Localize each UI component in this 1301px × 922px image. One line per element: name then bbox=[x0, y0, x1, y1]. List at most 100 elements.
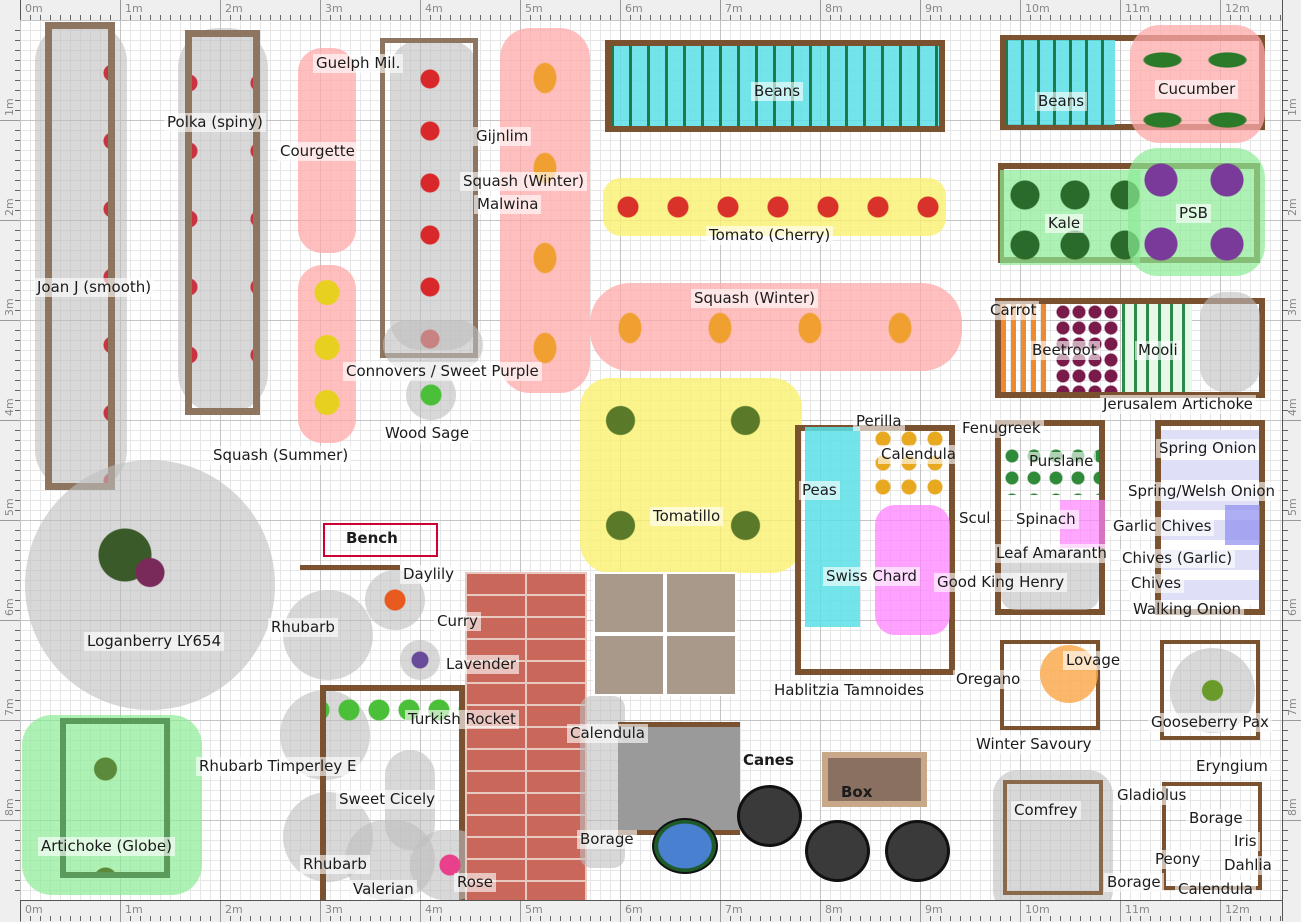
raspberry-bed-polka[interactable] bbox=[185, 30, 260, 415]
label-kale: Kale bbox=[1045, 214, 1084, 233]
ruler-tick bbox=[1283, 490, 1288, 491]
label-mooli: Mooli bbox=[1135, 341, 1181, 360]
ruler-tick bbox=[1283, 640, 1288, 641]
barrel[interactable] bbox=[805, 820, 870, 882]
ruler-tick bbox=[930, 15, 931, 20]
ruler-tick bbox=[1283, 390, 1288, 391]
ruler-tick bbox=[15, 340, 20, 341]
ruler-tick bbox=[510, 15, 511, 20]
ruler-tick bbox=[210, 15, 211, 20]
ruler-major-tick bbox=[920, 901, 921, 922]
garden-canvas[interactable]: Joan J (smooth) Polka (spiny) Guelph Mil… bbox=[20, 20, 1282, 900]
ruler-tick bbox=[1230, 15, 1231, 20]
ruler-major-tick bbox=[620, 0, 621, 20]
water-butt[interactable] bbox=[652, 818, 718, 874]
ruler-tick bbox=[1283, 350, 1288, 351]
barrel[interactable] bbox=[885, 820, 950, 882]
ruler-tick bbox=[1080, 15, 1081, 20]
ruler-tick bbox=[15, 760, 20, 761]
ruler-tick bbox=[15, 580, 20, 581]
ruler-tick bbox=[1160, 15, 1161, 20]
ruler-tick bbox=[1283, 210, 1288, 211]
ruler-tick bbox=[60, 15, 61, 20]
bench[interactable] bbox=[323, 523, 438, 557]
bench-rail bbox=[300, 565, 400, 570]
ruler-tick bbox=[780, 916, 781, 921]
ruler-tick bbox=[310, 15, 311, 20]
comfrey-bed[interactable] bbox=[1003, 780, 1103, 895]
label-tomato-cherry: Tomato (Cherry) bbox=[706, 226, 834, 245]
label-connovers: Connovers / Sweet Purple bbox=[343, 362, 542, 381]
ruler-tick bbox=[1283, 250, 1288, 251]
ruler-tick bbox=[580, 15, 581, 20]
ruler-tick bbox=[1130, 916, 1131, 921]
ruler-tick bbox=[15, 600, 20, 601]
ruler-major-tick bbox=[1283, 720, 1301, 721]
label-lovage: Lovage bbox=[1063, 651, 1124, 670]
ruler-tick bbox=[1283, 130, 1288, 131]
ruler-tick bbox=[1283, 450, 1288, 451]
tomatillo-bed[interactable] bbox=[580, 378, 802, 573]
ruler-tick bbox=[770, 15, 771, 20]
ruler-tick bbox=[60, 916, 61, 921]
ruler-tick bbox=[1283, 230, 1288, 231]
ruler-tick bbox=[15, 680, 20, 681]
box[interactable] bbox=[822, 752, 927, 807]
label-rhubarb: Rhubarb bbox=[268, 618, 338, 637]
ruler-tick bbox=[430, 916, 431, 921]
label-sweet-cicely: Sweet Cicely bbox=[336, 790, 439, 809]
ruler-tick bbox=[1283, 890, 1288, 891]
loganberry-plant[interactable] bbox=[25, 460, 275, 710]
ruler-tick bbox=[270, 15, 271, 20]
ruler-tick bbox=[1050, 15, 1051, 20]
ruler-tick bbox=[210, 916, 211, 921]
gooseberry-bed[interactable] bbox=[1160, 640, 1260, 740]
label-swiss-chard: Swiss Chard bbox=[823, 567, 920, 586]
ruler-tick bbox=[15, 510, 20, 511]
ruler-tick bbox=[15, 40, 20, 41]
ruler-tick bbox=[15, 160, 20, 161]
ruler-label: 9m bbox=[925, 2, 943, 15]
ruler-tick bbox=[200, 916, 201, 921]
calendula-row bbox=[870, 427, 950, 502]
ruler-tick bbox=[1283, 730, 1288, 731]
ruler-tick bbox=[300, 15, 301, 20]
raspberry-bed-joan-j[interactable] bbox=[45, 22, 115, 490]
ruler-tick bbox=[400, 916, 401, 921]
ruler-tick bbox=[1140, 916, 1141, 921]
ruler-tick bbox=[1250, 916, 1251, 921]
ruler-tick bbox=[160, 15, 161, 20]
ruler-tick bbox=[480, 916, 481, 921]
label-beetroot: Beetroot bbox=[1029, 341, 1100, 360]
lavender-plant[interactable] bbox=[400, 640, 440, 680]
ruler-tick bbox=[490, 916, 491, 921]
ruler-tick bbox=[1283, 150, 1288, 151]
ruler-tick bbox=[950, 916, 951, 921]
ruler-major-tick bbox=[720, 901, 721, 922]
ruler-tick bbox=[1100, 916, 1101, 921]
ruler-tick bbox=[230, 15, 231, 20]
ruler-tick bbox=[15, 740, 20, 741]
ruler-tick bbox=[440, 916, 441, 921]
label-lavender: Lavender bbox=[443, 655, 520, 674]
squash-summer-bed[interactable] bbox=[298, 265, 356, 443]
ruler-tick bbox=[130, 15, 131, 20]
ruler-tick bbox=[1283, 590, 1288, 591]
ruler-tick bbox=[15, 710, 20, 711]
ruler-tick bbox=[350, 916, 351, 921]
canes-barrel[interactable] bbox=[737, 785, 802, 847]
ruler-major-tick bbox=[920, 0, 921, 20]
ruler-tick bbox=[180, 15, 181, 20]
ruler-major-tick bbox=[820, 901, 821, 922]
ruler-tick bbox=[550, 15, 551, 20]
ruler-major-tick bbox=[0, 620, 20, 621]
ruler-tick bbox=[270, 916, 271, 921]
ruler-tick bbox=[300, 916, 301, 921]
ruler-tick bbox=[540, 916, 541, 921]
ruler-tick bbox=[190, 916, 191, 921]
ruler-tick bbox=[15, 880, 20, 881]
strawberry-bed[interactable] bbox=[380, 38, 478, 358]
ruler-major-tick bbox=[420, 0, 421, 20]
label-daylily: Daylily bbox=[400, 565, 457, 584]
ruler-tick bbox=[15, 190, 20, 191]
